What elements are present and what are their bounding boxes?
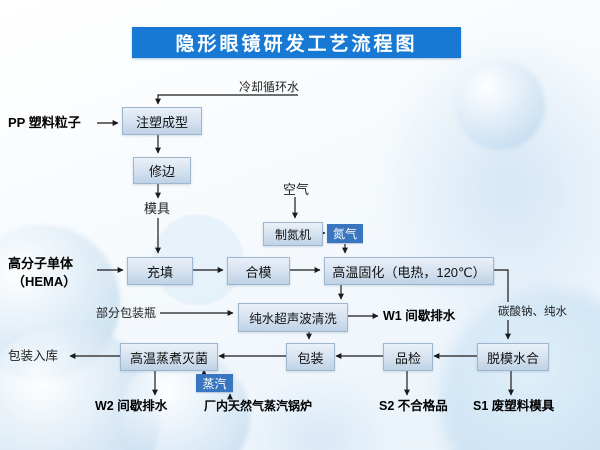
node-trimming: 修边: [133, 157, 191, 184]
label-soda-pure-water: 碳酸钠、纯水: [498, 306, 567, 318]
label-cooling-water: 冷却循环水: [239, 80, 300, 94]
node-injection-molding: 注塑成型: [122, 107, 202, 135]
label-s1-waste-mold: S1 废塑料模具: [473, 399, 555, 413]
arrow-curing-to-soda: [492, 269, 509, 302]
arrow-cooling-to-injection: [155, 94, 298, 105]
label-w2-drain: W2 间歇排水: [95, 399, 168, 413]
node-curing: 高温固化（电热，120℃）: [324, 257, 494, 285]
label-air: 空气: [283, 182, 310, 197]
node-nitrogen-generator: 制氮机: [263, 222, 323, 246]
badge-nitrogen-gas: 氮气: [327, 224, 363, 243]
node-packaging: 包装: [286, 343, 335, 371]
label-monomer-hema: （HEMA）: [12, 274, 77, 289]
node-mold-closing: 合模: [227, 257, 290, 285]
label-partial-bottles: 部分包装瓶: [96, 306, 157, 320]
label-s2-defective: S2 不合格品: [379, 399, 448, 413]
label-boiler: 厂内天然气蒸汽锅炉: [204, 399, 313, 413]
label-warehouse-in: 包装入库: [8, 349, 59, 363]
label-mold: 模具: [144, 201, 171, 216]
node-demold-hydration: 脱模水合: [477, 343, 549, 371]
page-title: 隐形眼镜研发工艺流程图: [132, 27, 461, 58]
badge-steam: 蒸汽: [196, 374, 233, 392]
node-inspection: 品检: [383, 343, 433, 371]
node-ultrasonic-cleaning: 纯水超声波清洗: [238, 303, 348, 332]
node-filling: 充填: [127, 257, 193, 285]
label-monomer: 高分子单体: [8, 256, 74, 271]
label-w1-drain: W1 间歇排水: [383, 309, 456, 323]
label-pp-particles: PP 塑料粒子: [8, 115, 81, 130]
node-sterilization: 高温蒸煮灭菌: [120, 343, 218, 371]
